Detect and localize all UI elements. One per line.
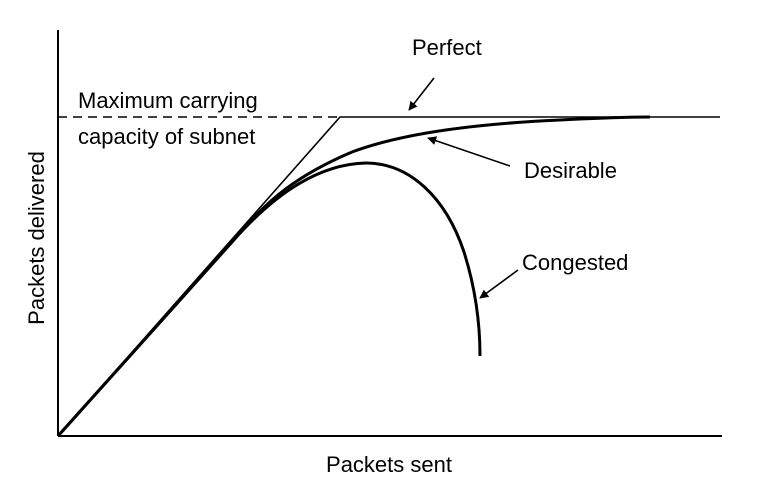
y-axis-label: Packets delivered: [24, 151, 49, 325]
x-axis-label: Packets sent: [326, 452, 452, 477]
congested-label: Congested: [522, 250, 628, 275]
desirable-arrow: [427, 136, 511, 167]
congested-arrow: [479, 269, 519, 299]
congested-curve: [56, 161, 482, 438]
perfect-arrow: [408, 77, 435, 111]
desirable-curve: [56, 115, 651, 438]
desirable-label: Desirable: [524, 158, 617, 183]
perfect-label: Perfect: [412, 35, 482, 60]
max-capacity-label-line1: Maximum carrying: [78, 88, 258, 113]
max-capacity-label-line2: capacity of subnet: [78, 124, 255, 149]
